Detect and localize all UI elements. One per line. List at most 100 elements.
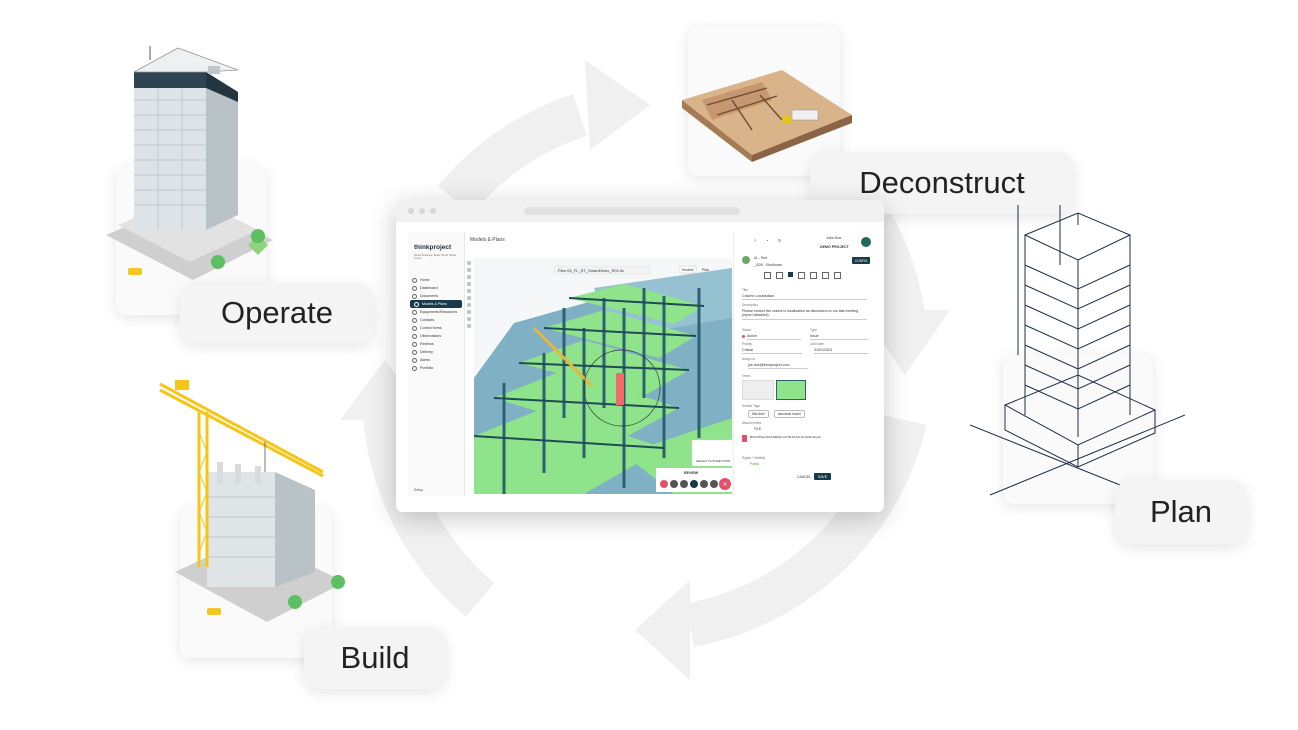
sidebar-item-dashboard[interactable]: Dashboard: [408, 284, 464, 292]
due-date-field[interactable]: 31/01/2024: [814, 348, 868, 354]
sidebar-item-observations[interactable]: Observations: [408, 332, 464, 340]
sidebar-item-label: Reviews: [420, 342, 434, 346]
phase-label-deconstruct: Deconstruct: [810, 152, 1074, 214]
review-comment-icon[interactable]: [680, 480, 688, 488]
phase-label-operate: Operate: [180, 283, 374, 343]
sidebar-item-label: Portfolio: [420, 366, 434, 370]
sidebar-item-icon: [412, 317, 417, 323]
app-browser-window: thinkproject Better Buildings. Better Wo…: [396, 200, 884, 512]
plan-wireframe-illustration: [970, 205, 1185, 505]
tag-chip[interactable]: Mid-level: [748, 410, 769, 418]
tab-plan[interactable]: Plan: [702, 268, 709, 272]
review-edit-icon[interactable]: [670, 480, 678, 488]
description-label: Description: [742, 303, 758, 307]
review-more-icon[interactable]: [710, 480, 718, 488]
sidebar-item-control-forms[interactable]: Control forms: [408, 324, 464, 332]
sidebar-item-label: Equipments/Resources: [420, 310, 458, 314]
sidebar-item-icon: [412, 365, 417, 371]
sidebar-item-icon: [412, 285, 417, 291]
view-thumbnail[interactable]: [776, 380, 806, 400]
browser-titlebar: [396, 200, 884, 222]
tab-history-icon[interactable]: [822, 272, 829, 279]
views-label: Views: [742, 374, 751, 378]
settings-tool-icon[interactable]: [467, 324, 471, 328]
sidebar-item-models-plans[interactable]: Models & Plans: [410, 300, 462, 308]
tab-camera-icon[interactable]: [788, 272, 793, 277]
tab-models[interactable]: Models: [682, 268, 694, 272]
window-dot[interactable]: [408, 208, 414, 214]
sidebar-item-admin[interactable]: Admin: [408, 356, 464, 364]
phase-label-plan: Plan: [1115, 480, 1247, 544]
review-panel-label[interactable]: SELECT FUTURE POINT: [696, 459, 731, 463]
save-button[interactable]: SAVE: [814, 473, 832, 480]
refresh-icon[interactable]: ↻: [778, 238, 782, 243]
config-button[interactable]: CONFIG: [852, 257, 871, 264]
avatar[interactable]: [861, 237, 871, 247]
sidebar-item-delivery[interactable]: Delivery: [408, 348, 464, 356]
priority-select[interactable]: Critical: [742, 348, 802, 354]
markup-tool-icon[interactable]: [467, 289, 471, 293]
description-field[interactable]: Please correct the column's localisation…: [742, 309, 867, 320]
sidebar-item-icon: [414, 301, 419, 307]
tab-doc-icon[interactable]: [798, 272, 805, 279]
tab-info-icon[interactable]: [764, 272, 771, 279]
tab-link-icon[interactable]: [776, 272, 783, 279]
sidebar-item-reviews[interactable]: Reviews: [408, 340, 464, 348]
visibility-value[interactable]: Public: [750, 462, 760, 466]
sidebar-item-label: Home: [420, 278, 430, 282]
cancel-button[interactable]: CANCEL: [797, 475, 812, 479]
sidebar-setup[interactable]: Setup: [414, 488, 424, 492]
title-field[interactable]: Column Localisation: [742, 294, 867, 300]
project-name[interactable]: DEMO PROJECT: [820, 245, 849, 249]
measure-tool-icon[interactable]: [467, 275, 471, 279]
sidebar-item-icon: [412, 309, 417, 315]
files-count: FILE: [754, 427, 762, 431]
tab-comment-icon[interactable]: [810, 272, 817, 279]
model-file-name: Plan 03_FL_ST_SmartDemo_R01.ifc: [558, 268, 624, 273]
review-camera-icon[interactable]: [700, 480, 708, 488]
issue-location: _GDK - Eindhoven: [754, 263, 783, 267]
issue-tab-bar: [764, 272, 854, 280]
notifications-icon[interactable]: ◔: [766, 238, 769, 243]
attached-file-name[interactable]: BUILDING-00-M-DEMO-ACTB-PLAN-FLOOR-00.pd…: [750, 435, 821, 439]
app-logo[interactable]: thinkproject: [414, 244, 452, 251]
type-select[interactable]: Issue: [810, 334, 868, 340]
sidebar-item-contacts[interactable]: Contacts: [408, 316, 464, 324]
pan-tool-icon[interactable]: [467, 268, 471, 272]
review-close-icon[interactable]: [719, 478, 731, 490]
tag-chip[interactable]: structural model: [774, 410, 805, 418]
build-crane-illustration: [159, 380, 345, 622]
sidebar-item-icon: [412, 277, 417, 283]
review-point-icon[interactable]: [690, 480, 698, 488]
pdf-file-icon[interactable]: [742, 435, 747, 442]
select-tool-icon[interactable]: [467, 261, 471, 265]
user-name: John Doe: [826, 236, 842, 240]
issue-avatar-icon: [742, 256, 750, 264]
model-viewport-3d[interactable]: Plan 03_FL_ST_SmartDemo_R01.ifc Models P…: [474, 258, 732, 494]
tab-settings-icon[interactable]: [834, 272, 841, 279]
sidebar-item-label: Contacts: [420, 318, 435, 322]
sidebar-item-portfolio[interactable]: Portfolio: [408, 364, 464, 372]
sidebar-item-label: Models & Plans: [422, 302, 447, 306]
due-date-label: Limit date: [810, 342, 824, 346]
sidebar-item-label: Admin: [420, 358, 431, 362]
add-view-camera-icon[interactable]: [742, 380, 774, 400]
window-dot[interactable]: [419, 208, 425, 214]
layers-tool-icon[interactable]: [467, 296, 471, 300]
sidebar-item-home[interactable]: Home: [408, 276, 464, 284]
filter-tool-icon[interactable]: [467, 303, 471, 307]
window-dot[interactable]: [430, 208, 436, 214]
visibility-tool-icon[interactable]: [467, 310, 471, 314]
section-tool-icon[interactable]: [467, 282, 471, 286]
sidebar-item-equipments-resources[interactable]: Equipments/Resources: [408, 308, 464, 316]
sidebar-item-icon: [412, 325, 417, 331]
help-icon[interactable]: ?: [754, 238, 757, 243]
review-reject-icon[interactable]: [660, 480, 668, 488]
camera-tool-icon[interactable]: [467, 317, 471, 321]
address-bar[interactable]: [524, 207, 740, 215]
sidebar-item-icon: [412, 293, 417, 299]
status-select[interactable]: Active: [747, 334, 801, 340]
assignee-field[interactable]: joe.doe@thinkproject.com: [748, 363, 808, 369]
sidebar-item-documents[interactable]: Documents: [408, 292, 464, 300]
